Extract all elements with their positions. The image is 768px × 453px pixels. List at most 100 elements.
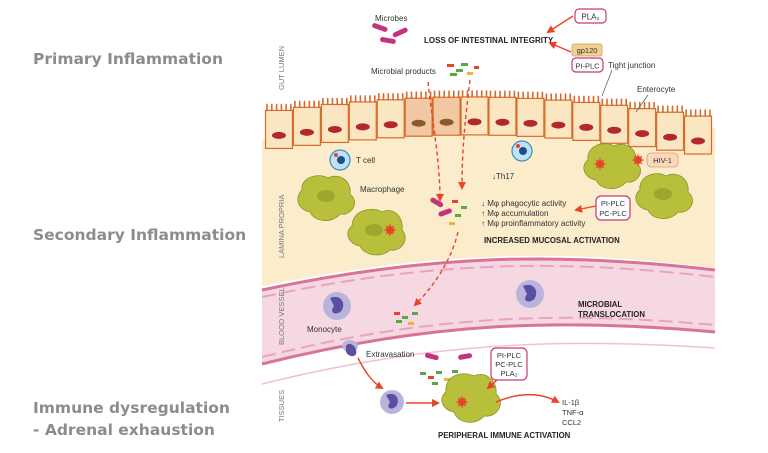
microvilli: [601, 98, 627, 107]
enterocyte-nucleus: [355, 123, 370, 131]
enterocyte-nucleus: [271, 131, 286, 139]
enterocyte-nucleus: [551, 121, 566, 129]
pi-plc-top-box: [571, 57, 604, 73]
bottom-enzyme-3: PLA₂: [500, 369, 517, 378]
enterocyte-label: Enterocyte: [637, 85, 676, 94]
microvilli: [322, 97, 348, 106]
enterocyte-nucleus: [635, 130, 650, 138]
extravasating-monocyte-icon: [342, 340, 358, 357]
mid-enzyme-2: PC-PLC: [599, 209, 627, 218]
enterocyte-cell: [656, 111, 685, 151]
enterocyte-cell: [320, 103, 349, 144]
enterocyte-cell: [264, 109, 294, 150]
monocyte-icon: [323, 292, 351, 320]
hiv-box: [646, 152, 679, 168]
microvilli: [657, 105, 683, 114]
monocyte-icon-2: [516, 280, 544, 308]
microvilli: [489, 90, 516, 99]
microvilli: [685, 109, 711, 117]
enterocyte-cell: [544, 99, 573, 139]
enterocyte-nucleus: [439, 118, 454, 126]
tissue-macrophage-icon: [441, 373, 501, 423]
tight-junction-label: Tight junction: [608, 61, 655, 70]
t-cell-icon-2: [511, 140, 533, 162]
microvilli: [545, 93, 572, 101]
mid-enzyme-box: [595, 195, 631, 221]
enterocyte-cell: [404, 97, 433, 137]
microvilli: [461, 90, 488, 98]
pi-plc-top-label: PI-PLC: [575, 62, 600, 71]
extravasation-label: Extravasation: [366, 350, 414, 359]
layer-label-blood-vessel: BLOOD VESSEL: [277, 287, 286, 345]
enterocyte-nucleus: [383, 121, 398, 129]
mphi-phagocytic-label: ↓ Mφ phagocytic activity: [481, 199, 566, 208]
tnfa-label: TNF-α: [562, 408, 584, 417]
th17-label: ↓Th17: [492, 172, 515, 181]
loss-of-integrity-label: LOSS OF INTESTINAL INTEGRITY: [424, 36, 554, 45]
enterocyte-cell: [432, 96, 461, 136]
translocation-label: TRANSLOCATION: [578, 310, 645, 319]
microbial-label: MICROBIAL: [578, 300, 622, 309]
enterocyte-cell: [572, 101, 601, 141]
macrophage-hiv-icon: [583, 143, 641, 189]
hiv-virion-icon: [384, 224, 396, 236]
layer-label-lamina-propria: LAMINA PROPRIA: [277, 195, 286, 258]
monocyte-label: Monocyte: [307, 325, 342, 334]
t-cell-icon: [329, 149, 351, 171]
enterocyte-nucleus: [691, 137, 706, 145]
tissue-monocyte-icon: [380, 390, 404, 414]
gp120-label: gp120: [577, 46, 598, 55]
microvilli: [405, 91, 432, 99]
stage-label-immune-dysregulation: Immune dysregulation: [33, 399, 230, 417]
stage-label-secondary: Secondary Inflammation: [33, 226, 247, 244]
enterocyte-nucleus: [495, 118, 510, 126]
mphi-proinflammatory-label: ↑ Mφ proinflammatory activity: [481, 219, 585, 228]
stage-label-adrenal-exhaustion: - Adrenal exhaustion: [33, 421, 215, 439]
enterocyte-cell: [292, 106, 321, 146]
microvilli: [350, 95, 376, 103]
microbes-icon: [372, 23, 408, 44]
hiv-label: HIV-1: [653, 156, 672, 165]
stage-label-primary: Primary Inflammation: [33, 50, 223, 68]
enterocyte-nucleus: [327, 125, 342, 133]
layer-label-tissues: TISSUES: [277, 390, 286, 422]
bottom-enzyme-2: PC-PLC: [495, 360, 523, 369]
enterocyte-cell: [488, 96, 517, 136]
microvilli: [378, 93, 404, 101]
enterocyte-cell: [628, 107, 657, 148]
pla2-top-box: [574, 8, 607, 24]
enterocyte-layer: [264, 90, 713, 155]
vessel-lower-wall: [261, 323, 716, 366]
enterocyte-nucleus: [411, 119, 426, 127]
vessel-microbial-products-icon: [394, 312, 418, 325]
enterocyte-nucleus: [579, 123, 594, 131]
enterocyte-cell: [600, 104, 629, 144]
peripheral-activation-label: PERIPHERAL IMMUNE ACTIVATION: [438, 431, 571, 440]
microvilli: [294, 100, 320, 109]
blood-vessel-region: [262, 258, 715, 364]
il1b-label: IL-1β: [562, 398, 580, 407]
mphi-accumulation-label: ↑ Mφ accumulation: [481, 209, 548, 218]
enterocyte-nucleus: [607, 126, 622, 134]
microvilli: [433, 90, 460, 99]
enterocyte-cell: [516, 97, 545, 137]
enterocyte-nucleus: [299, 128, 314, 136]
enterocyte-nucleus: [523, 119, 538, 127]
microvilli: [517, 91, 544, 100]
microvilli: [629, 101, 655, 110]
microvilli: [573, 95, 600, 104]
mid-enzyme-1: PI-PLC: [601, 199, 626, 208]
enterocyte-nucleus: [467, 118, 482, 126]
hiv-icon: [632, 154, 644, 166]
increased-activation-label: INCREASED MUCOSAL ACTIVATION: [484, 236, 620, 245]
layer-label-gut-lumen: GUT LUMEN: [277, 46, 286, 90]
pla2-top-label: PLA₂: [581, 13, 599, 22]
enterocyte-cell: [348, 101, 377, 141]
gp120-box: [571, 43, 603, 57]
lamina-microbes-icon: [430, 197, 467, 225]
microbial-products-icon: [447, 63, 479, 76]
vessel-upper-wall: [261, 257, 716, 292]
enterocyte-cell: [683, 115, 713, 155]
